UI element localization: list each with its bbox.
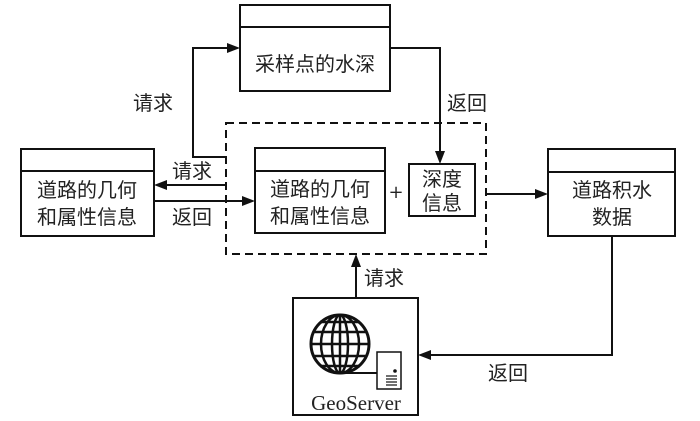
edge-return-geoserver: 返回 [418,236,613,385]
road-geometry-center-line2: 和属性信息 [270,204,370,228]
sample-depth-label: 采样点的水深 [255,52,375,76]
node-road-geometry-left: 道路的几何 和属性信息 [20,148,155,237]
geoserver-label: GeoServer [311,391,401,415]
edge-label-return-left: 返回 [172,205,212,229]
globe-icon [309,313,371,375]
depth-info-line2: 信息 [422,191,462,215]
edge-label-request-sample: 请求 [133,91,173,115]
road-geometry-center-line1: 道路的几何 [270,177,370,201]
road-water-line1: 道路积水 [572,178,652,202]
edge-label-return-geoserver: 返回 [488,361,528,385]
edge-return-sample-depth: 返回 [390,47,487,164]
edge-request-geoserver: 请求 [351,254,404,298]
server-icon [376,351,402,390]
road-water-line2: 数据 [592,205,632,229]
node-road-geometry-center: 道路的几何 和属性信息 [254,147,386,234]
edge-label-request-geoserver: 请求 [364,266,404,290]
plus-operator: + [388,182,403,203]
node-geoserver: GeoServer [292,297,419,416]
node-road-water-data: 道路积水 数据 [547,148,676,237]
node-depth-info: 深度 信息 [408,163,476,217]
road-geometry-left-line2: 和属性信息 [37,205,137,229]
node-sample-depth: 采样点的水深 [239,4,391,92]
road-geometry-left-line1: 道路的几何 [37,178,137,202]
edge-return-left: 返回 [154,196,255,229]
edge-label-request-left: 请求 [172,159,212,183]
depth-info-line1: 深度 [422,167,462,191]
edge-request-left: 请求 [154,159,226,190]
edge-request-sample-depth: 请求 [133,43,240,158]
edge-label-return-sample: 返回 [447,91,487,115]
edge-to-road-water [486,189,548,199]
